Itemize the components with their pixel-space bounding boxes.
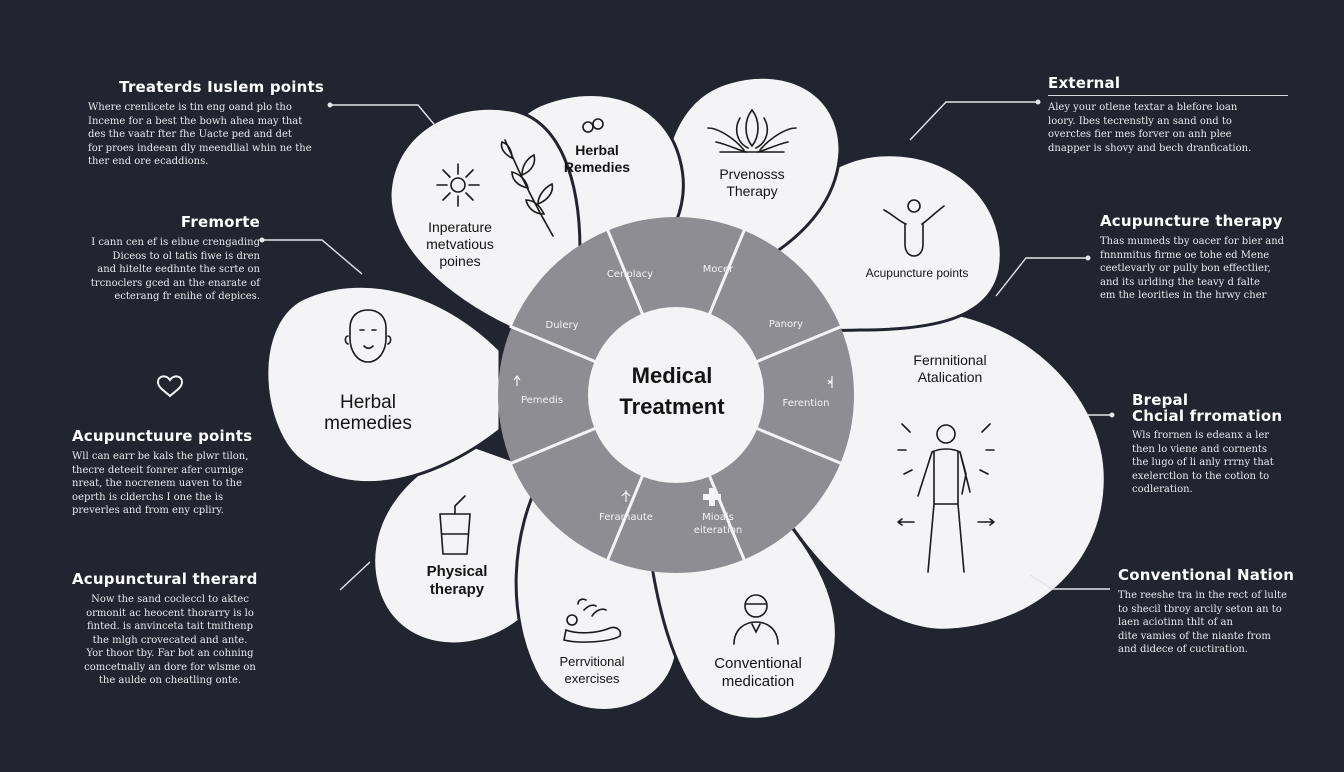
- segment-label-4-a: Mioais: [702, 512, 734, 523]
- ring-divider: [707, 228, 747, 316]
- conventional-label-2: medication: [722, 673, 795, 690]
- pemedis-icon: [513, 375, 521, 386]
- link-knot-icon: [582, 118, 604, 133]
- sun-rays-icon: [436, 163, 480, 207]
- connectors: [262, 101, 1112, 591]
- note-external: External Aley your otlene textar a blefo…: [1048, 74, 1288, 155]
- inperature-label-2: metvatious: [426, 236, 494, 252]
- petal-herbal-memedies: [265, 284, 502, 485]
- herb-branch-icon: [500, 139, 554, 237]
- segment-label-5: Feramaute: [599, 512, 653, 523]
- connector-dot-tl: [327, 102, 333, 108]
- segment-label-4-b: eiteration: [694, 525, 742, 536]
- note-title: External: [1048, 74, 1121, 92]
- herbal-remedies-label-1: Herbal: [575, 142, 619, 158]
- note-body: The reeshe tra in the rect of lulte to s…: [1118, 590, 1287, 655]
- note-acupunctuure-points: Acupunctuure points Wll can earr be kals…: [72, 427, 262, 518]
- note-conventional-nation: Conventional Nation The reeshe tra in th…: [1118, 566, 1318, 657]
- note-title: Acupunctuure points: [72, 427, 253, 445]
- feramaute-icon: [621, 490, 631, 502]
- note-treaterds: Treaterds Iuslem points Where crenlicete…: [88, 78, 324, 169]
- note-body: Now the sand cocleccl to aktec ormonit a…: [84, 594, 256, 686]
- note-acupuncture-therapy: Acupuncture therapy Thas mumeds tby oace…: [1100, 212, 1310, 303]
- center-disc: [588, 307, 764, 483]
- medical-cross-icon: [703, 488, 721, 506]
- note-acupunctural-therard: Acupunctural therard Now the sand coclec…: [72, 570, 268, 688]
- cup-icon: [439, 495, 471, 555]
- segment-label-1: Mocer: [703, 264, 734, 275]
- connector-ml: [262, 239, 363, 275]
- ring-divider: [605, 228, 645, 316]
- center-title-line1: Medical: [632, 363, 713, 388]
- inperature-label-3: poines: [439, 253, 480, 269]
- conventional-label-1: Conventional: [714, 655, 802, 672]
- ring-divider: [509, 324, 597, 364]
- herbal-memedies-label-2: memedies: [324, 413, 412, 434]
- fernnitional-label-1: Fernnitional: [913, 352, 986, 368]
- heart-hand-icon: [156, 375, 184, 398]
- note-rule: [1048, 95, 1288, 96]
- connector-tr: [909, 101, 1038, 141]
- ring-divider: [755, 324, 843, 364]
- note-body: Aley your otlene textar a blefore loan l…: [1048, 102, 1252, 154]
- note-body: Wls frornen is edeanx a ler then lo vien…: [1132, 430, 1274, 495]
- ring-divider: [509, 426, 597, 466]
- connector-bl: [339, 561, 371, 591]
- segment-label-0: Cenplacy: [607, 269, 653, 280]
- person-arms-raised-icon: [883, 199, 945, 257]
- connector-dot-mr: [1085, 255, 1091, 261]
- note-title: Acupuncture therapy: [1100, 212, 1283, 230]
- note-body: Thas mumeds tby oacer for bier and fnnnm…: [1100, 236, 1285, 301]
- ferention-icon: [827, 376, 833, 388]
- connector-dot-tr: [1035, 99, 1041, 105]
- segment-label-4: Mioais eiteration: [694, 512, 742, 536]
- face-icon: [344, 309, 392, 363]
- prvenosss-label-1: Prvenosss: [719, 166, 784, 182]
- herbal-memedies-label-1: Herbal: [340, 392, 396, 413]
- herbal-remedies-label-2: Remedies: [564, 159, 630, 175]
- note-title: Acupunctural therard: [72, 570, 258, 588]
- note-title: Fremorte: [180, 213, 260, 231]
- connector-mr: [995, 257, 1088, 297]
- ring: [498, 217, 854, 573]
- segment-label-6: Pemedis: [521, 395, 563, 406]
- connector-tl: [330, 104, 439, 130]
- ring-divider: [707, 474, 747, 562]
- note-body: I cann cen ef is eibue crengading Diceos…: [90, 237, 260, 302]
- ring-divider: [605, 474, 645, 562]
- perrvitional-label-2: exercises: [565, 671, 620, 686]
- connector-dot-ml: [259, 237, 265, 243]
- massage-icon: [563, 598, 622, 643]
- note-body: Where crenlicete is tin eng oand plo tho…: [88, 102, 312, 167]
- note-fremorte: Fremorte I cann cen ef is eibue crengadi…: [72, 213, 260, 304]
- acupuncture-points-label: Acupuncture points: [866, 266, 969, 280]
- note-body: Wll can earr be kals the plwr tilon, the…: [72, 451, 249, 516]
- note-title: Conventional Nation: [1118, 566, 1295, 584]
- physical-label-2: therapy: [430, 581, 485, 598]
- ring-divider: [755, 426, 843, 466]
- note-title: Brepal Chcial frromation: [1132, 391, 1283, 425]
- connector-dot-r: [1109, 412, 1115, 418]
- note-title: Treaterds Iuslem points: [119, 78, 324, 96]
- petal-inperature: [388, 106, 582, 332]
- human-body-icon: [897, 423, 995, 573]
- physical-label-1: Physical: [427, 563, 488, 580]
- center-title-line2: Treatment: [619, 394, 725, 419]
- segment-label-3: Ferention: [783, 398, 830, 409]
- perrvitional-label-1: Perrvitional: [559, 654, 624, 669]
- segment-label-7: Dulery: [546, 320, 579, 331]
- doctor-icon: [733, 594, 779, 645]
- fernnitional-label-2: Atalication: [918, 369, 983, 385]
- ring-dividers: [509, 228, 843, 562]
- connector-br: [1029, 574, 1110, 590]
- prvenosss-label-2: Therapy: [726, 183, 777, 199]
- note-brepal: Brepal Chcial frromation Wls frornen is …: [1132, 392, 1292, 497]
- inperature-label-1: Inperature: [428, 219, 492, 235]
- segment-label-2: Panory: [769, 319, 803, 330]
- lotus-icon: [707, 108, 797, 153]
